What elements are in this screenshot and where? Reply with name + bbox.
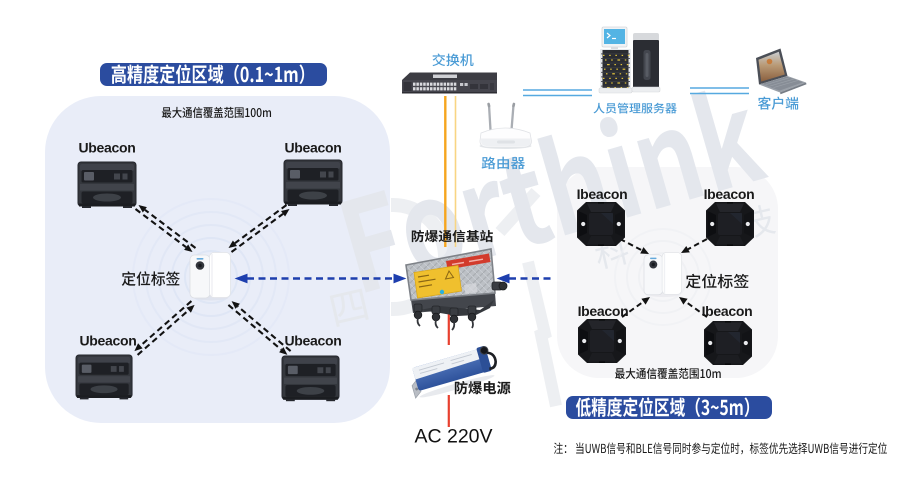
- svg-text:Ibeacon: Ibeacon: [704, 186, 755, 202]
- svg-text:Ubeacon: Ubeacon: [78, 140, 135, 156]
- svg-text:Ibeacon: Ibeacon: [578, 303, 629, 319]
- svg-text:AC 220V: AC 220V: [414, 426, 492, 448]
- svg-text:Ubeacon: Ubeacon: [79, 333, 136, 349]
- svg-text:Ibeacon: Ibeacon: [577, 186, 628, 202]
- svg-text:Ibeacon: Ibeacon: [702, 303, 753, 319]
- svg-text:Ubeacon: Ubeacon: [284, 333, 341, 349]
- svg-text:Ubeacon: Ubeacon: [284, 140, 341, 156]
